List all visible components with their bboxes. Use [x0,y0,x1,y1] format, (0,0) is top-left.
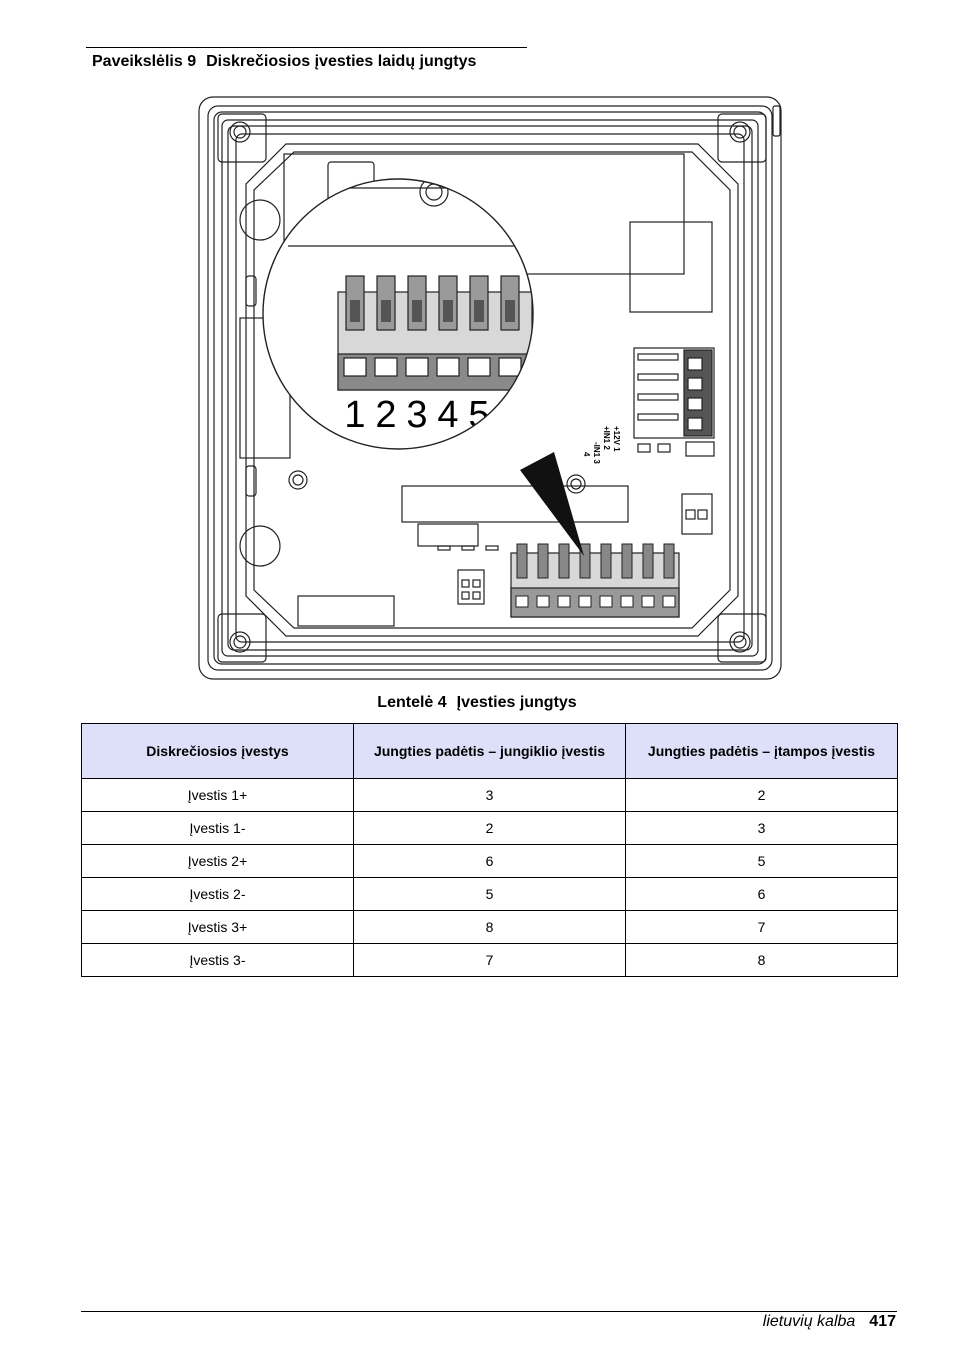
table-cell: 8 [625,943,898,977]
table-cell: 5 [625,844,898,878]
footer-rule [81,1311,897,1312]
header-discrete-inputs: Diskrečiosios įvestys [81,723,354,779]
terminal-number: 3 [406,394,427,436]
table-cell: Įvestis 1+ [81,778,354,812]
wiring-diagram: 1 2 3 4 5 6 7 8 +12V 1 +IN1 2 -IN1 3 4 [198,96,782,680]
table-cell: 3 [353,778,626,812]
figure-title: Diskrečiosios įvesties laidų jungtys [206,53,477,70]
table-row: Įvestis 1+ 3 2 [81,778,898,812]
figure-caption-rule [86,47,527,48]
page-number: 417 [869,1313,896,1330]
figure-caption: Paveikslėlis 9 Diskrečiosios įvesties lai… [92,53,476,71]
page-footer: lietuvių kalba 417 [763,1313,896,1331]
table-row: Įvestis 3- 7 8 [81,943,898,977]
board-label: +IN1 2 [602,426,611,450]
board-label: -IN1 3 [592,442,601,464]
table-cell: 2 [353,811,626,845]
table-cell: 5 [353,877,626,911]
table-cell: 7 [353,943,626,977]
table-cell: Įvestis 1- [81,811,354,845]
board-label: +12V 1 [612,426,621,452]
figure-label: Paveikslėlis 9 [92,53,197,70]
table-cell: 3 [625,811,898,845]
table-row: Įvestis 3+ 8 7 [81,910,898,944]
table-cell: 6 [625,877,898,911]
board-label: 4 [582,452,591,457]
table-header-row: Diskrečiosios įvestys Jungties padėtis –… [81,723,898,779]
table-title: Įvesties jungtys [456,694,577,711]
input-connections-table: Diskrečiosios įvestys Jungties padėtis –… [81,723,898,977]
terminal-number: 2 [375,394,396,436]
table-cell: 7 [625,910,898,944]
table-cell: Įvestis 3- [81,943,354,977]
table-row: Įvestis 2- 5 6 [81,877,898,911]
table-cell: 8 [353,910,626,944]
table-cell: Įvestis 2- [81,877,354,911]
terminal-number: 4 [437,394,458,436]
header-voltage-input: Jungties padėtis – įtampos įvestis [625,723,898,779]
table-caption: Lentelė 4 Įvesties jungtys [0,694,954,712]
table-cell: Įvestis 3+ [81,910,354,944]
terminal-number: 1 [344,394,365,436]
table-label: Lentelė 4 [377,694,447,711]
table-cell: 6 [353,844,626,878]
table-row: Įvestis 1- 2 3 [81,811,898,845]
table-row: Įvestis 2+ 6 5 [81,844,898,878]
table-cell: Įvestis 2+ [81,844,354,878]
table-cell: 2 [625,778,898,812]
footer-language: lietuvių kalba [762,1313,856,1330]
header-switch-input: Jungties padėtis – jungiklio įvestis [353,723,626,779]
zoom-circle [262,178,534,450]
